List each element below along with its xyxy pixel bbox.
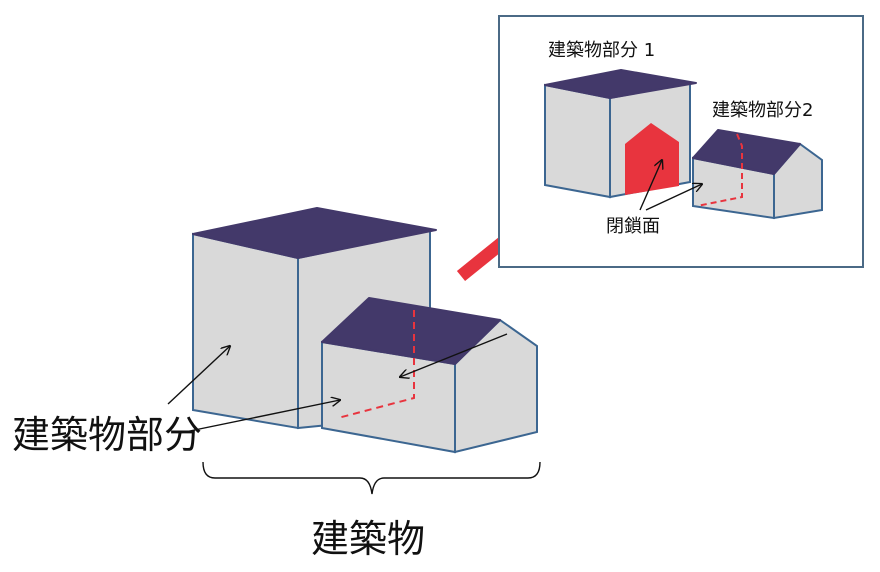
low-building-part (321, 297, 538, 454)
tall-building-front-wall (192, 232, 299, 430)
pointer-to-part-2-surface (645, 184, 702, 211)
inset-building-part-1 (544, 69, 697, 199)
low-building-roof (321, 297, 501, 365)
pointer-to-low-building (179, 400, 340, 434)
tall-building-roof (192, 207, 437, 259)
part-1-roof (544, 69, 697, 99)
part-2-roof (692, 129, 801, 175)
inset-building-part-2 (692, 129, 823, 220)
main-building-group: 建築物部分 建築物 (12, 207, 541, 561)
part-1-closed-surface (625, 123, 679, 195)
building-part-label: 建築物部分 (12, 413, 202, 457)
building-label: 建築物 (311, 517, 425, 561)
part-1-label: 建築物部分 1 (548, 40, 655, 61)
part-2-label: 建築物部分2 (712, 100, 813, 121)
inset-panel: 建築物部分 1 建築物部分2 閉鎖面 (498, 15, 864, 268)
closed-surface-label: 閉鎖面 (606, 216, 660, 237)
part-1-front-wall (544, 83, 611, 199)
closed-surface-boundary (337, 310, 415, 419)
pointer-to-tall-building (167, 346, 230, 405)
building-brace (202, 461, 541, 495)
pointer-to-part-1-surface (639, 160, 662, 211)
pointer-inside-low-building (400, 333, 508, 377)
